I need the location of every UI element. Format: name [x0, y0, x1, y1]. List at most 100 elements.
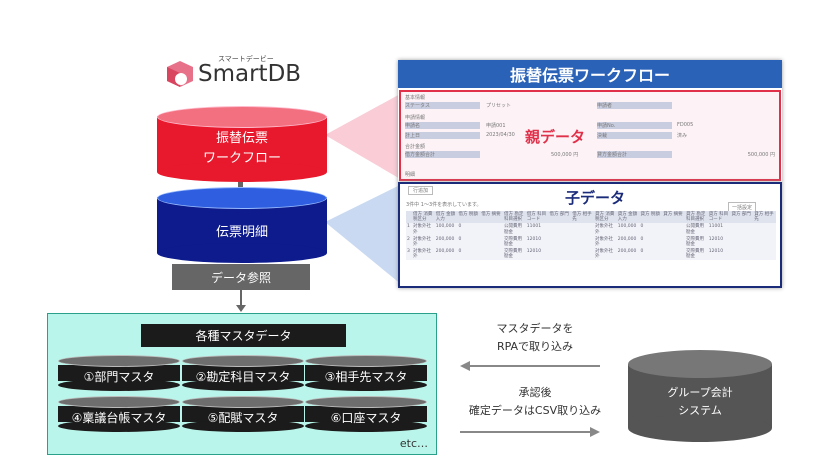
export-line1: 承認後	[518, 386, 552, 399]
field-value: 済み	[677, 133, 688, 139]
master-label: ③相手先マスタ	[324, 369, 408, 384]
column-header: 貸方 勘定科目選択	[686, 212, 706, 223]
record-count: 3件中 1～3件を表示しています。	[406, 202, 482, 208]
cell[interactable]: 12010	[526, 249, 542, 255]
cell[interactable]: 3	[407, 249, 410, 255]
cell[interactable]: 11001	[526, 224, 542, 230]
add-row-button[interactable]: 行追加	[408, 186, 434, 195]
cell	[571, 236, 594, 248]
master-label: ④稟議台帳マスタ	[71, 410, 167, 425]
cell: 100,000	[435, 224, 455, 230]
column-header: 借方 金額入力	[435, 212, 456, 223]
cell: 対象外社外	[595, 249, 613, 260]
column-header: 貸方 摘要	[663, 212, 683, 217]
column-header: 借方 消費税区分	[413, 212, 433, 223]
cell: 0	[458, 224, 462, 230]
export-label: 承認後確定データはCSV取り込み	[450, 384, 620, 420]
master-label: ①部門マスタ	[83, 369, 155, 384]
field-label: 申請名	[405, 122, 480, 129]
data-reference-box: データ参照	[172, 264, 310, 290]
logo-kana: スマートデービー	[218, 55, 274, 63]
cell: 対象外社外	[413, 236, 431, 247]
group-accounting-cylinder: グループ会計システム	[628, 350, 772, 442]
cell: 公開費用勘金	[504, 224, 522, 235]
master-allocation: ⑤配賦マスタ	[182, 396, 304, 432]
column-header: 借方 相手先	[572, 212, 592, 223]
master-label: ②勘定科目マスタ	[195, 369, 291, 384]
cell: 100,000	[617, 224, 637, 230]
column-header: 借方 科目コード	[526, 212, 547, 223]
cell	[480, 236, 503, 248]
column-header: 貸方 金額入力	[617, 212, 638, 223]
parent-data-label: 親データ	[525, 128, 586, 146]
column-header: 貸方 科目コード	[708, 212, 729, 223]
parent-callout	[325, 93, 402, 180]
section-label: 明細	[405, 172, 416, 178]
cell	[731, 236, 754, 248]
field-label: 申請No.	[597, 122, 672, 129]
cell: 0	[640, 249, 644, 255]
master-partner: ③相手先マスタ	[305, 355, 427, 391]
cell[interactable]: 12010	[708, 249, 724, 255]
cell: 交際費用勘金	[504, 249, 522, 260]
field-label: 決裁	[597, 132, 672, 139]
cell: 0	[640, 236, 644, 242]
cylinder-label: 伝票明細	[215, 224, 268, 240]
system-line2: システム	[678, 404, 722, 417]
field-value: 500,000 円	[551, 152, 579, 158]
field-value: FD005	[677, 122, 694, 128]
cell	[549, 248, 572, 260]
cell[interactable]: 12010	[708, 236, 724, 242]
master-bank: ⑥口座マスタ	[305, 396, 427, 432]
cell: 0	[640, 224, 644, 230]
cell: 交際費用勘金	[504, 236, 522, 247]
master-data-title: 各種マスタデータ	[141, 324, 346, 347]
column-header: 貸方 相手先	[754, 212, 774, 223]
cell: 対象外社外	[413, 249, 431, 260]
logo-name: SmartDB	[198, 61, 302, 87]
child-data-cylinder: 伝票明細	[157, 187, 327, 263]
workflow-screenshot-child: 行追加 3件中 1～3件を表示しています。 子データ 一括設定 借方 消費税区分…	[398, 182, 782, 288]
cell	[753, 236, 776, 248]
cell[interactable]: 12010	[526, 236, 542, 242]
cell	[753, 248, 776, 260]
cylinder-label-line1: 振替伝票	[215, 131, 268, 146]
column-header: 借方 部門	[549, 212, 569, 217]
cell	[731, 248, 754, 260]
import-line1: マスタデータを	[496, 322, 574, 335]
connector	[238, 176, 243, 192]
cell[interactable]: 11001	[708, 224, 724, 230]
cell: 0	[458, 249, 462, 255]
cylinder-label-line2: ワークフロー	[202, 151, 281, 166]
cell[interactable]: 2	[407, 236, 410, 242]
master-account: ②勘定科目マスタ	[182, 355, 304, 391]
cell	[662, 236, 685, 248]
workflow-title: 振替伝票ワークフロー	[398, 60, 782, 88]
table-header: 借方 消費税区分 借方 金額入力 借方 税額 借方 摘要 借方 勘定科目選択 借…	[406, 211, 776, 224]
smartdb-cube-icon	[167, 61, 193, 87]
cell: 200,000	[617, 249, 637, 255]
import-line2: RPAで取り込み	[496, 340, 574, 353]
cell	[571, 223, 594, 235]
cell[interactable]: 1	[407, 224, 410, 230]
cell	[662, 223, 685, 235]
import-label: マスタデータを RPAで取り込み	[460, 320, 610, 356]
field-label: 貸方金額合計	[597, 151, 672, 158]
column-header: 借方 税額	[458, 212, 478, 217]
cell: 0	[458, 236, 462, 242]
cell	[480, 223, 503, 235]
cell: 200,000	[435, 236, 455, 242]
column-header: 貸方 部門	[731, 212, 751, 217]
cell	[571, 248, 594, 260]
smartdb-logo: スマートデービー SmartDB	[166, 52, 301, 92]
cell	[753, 223, 776, 235]
field-label: 借方金額合計	[405, 151, 480, 158]
export-line2: 確定データはCSV取り込み	[468, 404, 602, 417]
master-approval: ④稟議台帳マスタ	[58, 396, 180, 432]
parent-data-area: 基本情報 ステータス プリセット 申請者 申請情報 申請名 申請001 申請No…	[399, 90, 781, 181]
cell	[549, 236, 572, 248]
